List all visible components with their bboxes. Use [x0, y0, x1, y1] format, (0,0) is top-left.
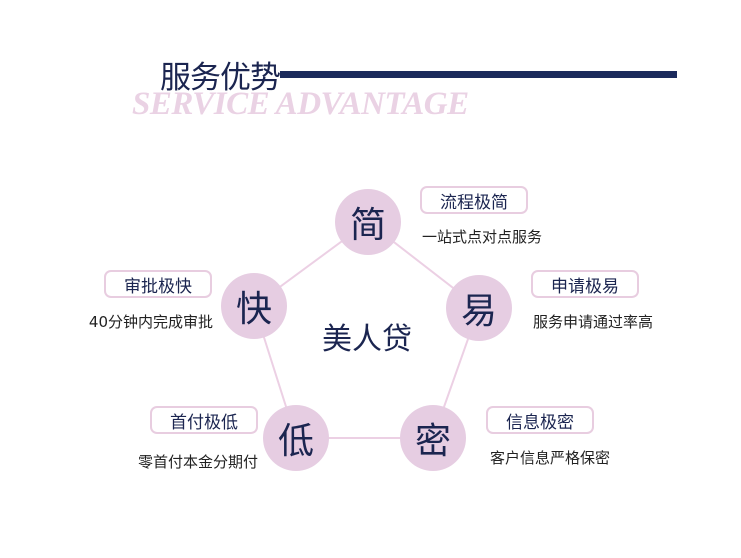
- desc-simple: 一站式点对点服务: [422, 228, 543, 246]
- circle-jian: 简: [335, 189, 401, 255]
- desc-easy: 服务申请通过率高: [533, 313, 654, 331]
- tag-private: 信息极密: [486, 406, 594, 434]
- tag-fast: 审批极快: [104, 270, 212, 298]
- circle-yi: 易: [446, 275, 512, 341]
- tag-low: 首付极低: [150, 406, 258, 434]
- center-brand: 美人贷: [322, 322, 412, 357]
- circle-kuai: 快: [221, 273, 287, 339]
- circle-mi: 密: [400, 405, 466, 471]
- section-title: 服务优势: [160, 60, 281, 96]
- circle-di: 低: [263, 405, 329, 471]
- tag-easy: 申请极易: [531, 270, 639, 298]
- section-subtitle: SERVICE ADVANTAGE: [132, 86, 469, 122]
- desc-private: 客户信息严格保密: [490, 449, 611, 467]
- tag-simple: 流程极简: [420, 186, 528, 214]
- desc-fast: 40分钟内完成审批: [88, 313, 213, 331]
- desc-low: 零首付本金分期付: [137, 453, 258, 471]
- title-divider: [280, 71, 677, 78]
